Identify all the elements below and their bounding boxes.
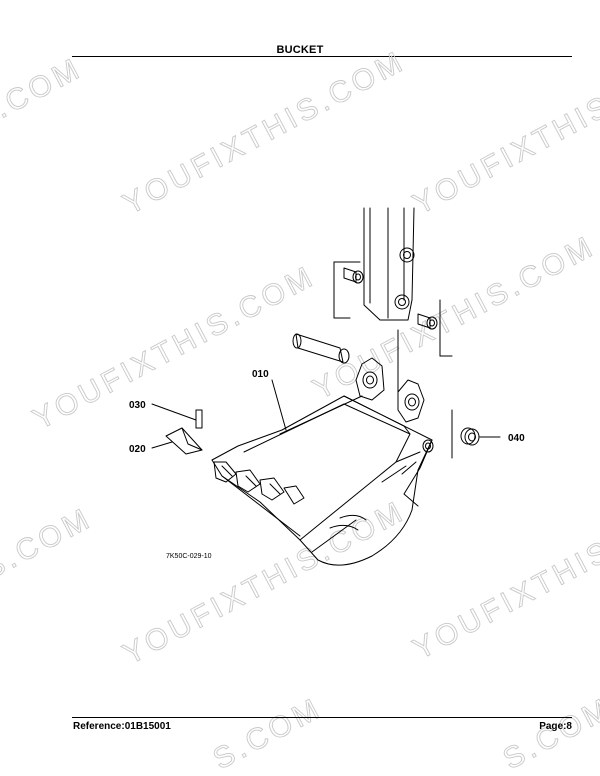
bushing [417,313,438,330]
pin [292,333,350,364]
header-rule [72,56,572,57]
watermark: S.COM YOUFIXTHIS.COM YOUFIXTHIS.COM YOUF… [0,44,600,776]
bucket-lug [355,357,425,423]
footer-reference: Reference:01B15001 [73,721,171,732]
callout-label: 030 [129,400,146,411]
watermark-text: YOUFIXTHIS.COM [28,259,321,436]
footer-page-number: Page:8 [539,721,572,732]
watermark-text: YOUFIXTHIS.COM [118,44,411,221]
watermark-text: S.COM [498,691,600,776]
callout-label: 010 [252,369,269,380]
watermark-text: YOUFIXTHIS.COM [408,489,600,666]
page-title: BUCKET [276,44,324,56]
callout-label: 040 [508,433,525,444]
tooth-020 [165,427,203,455]
footer-rule [72,717,572,718]
bushing-040 [460,427,480,446]
leader-line [271,379,287,431]
leader-line [151,403,197,421]
figure-code: 7K50C-029-10 [166,553,212,560]
pin-030 [195,409,203,429]
leader-line [151,441,173,449]
arm [363,207,415,321]
callout-label: 020 [129,444,146,455]
watermark-text: YOUFIXTHIS.COM [408,44,600,221]
watermark-text: YOUFIXTHIS.COM [308,229,600,406]
assembly-guide-lines [333,261,453,459]
bucket-teeth [213,461,305,505]
watermark-text: S.COM [0,51,88,136]
bucket [211,395,434,566]
bushing [343,267,364,284]
watermark-text: S.COM [0,501,98,586]
watermark-text: S.COM [208,691,328,776]
watermark-text: YOUFIXTHIS.COM [118,494,411,671]
